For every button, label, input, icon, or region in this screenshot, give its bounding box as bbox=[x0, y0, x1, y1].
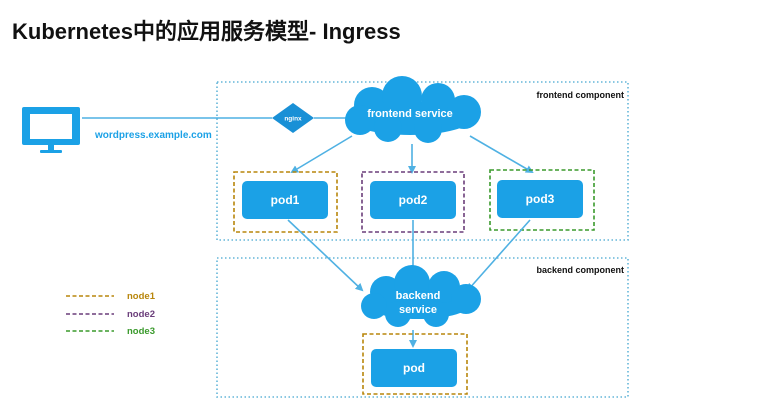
backend-pod-box: pod bbox=[371, 349, 457, 387]
legend-label-node1: node1 bbox=[127, 291, 156, 302]
pod2-label: pod2 bbox=[399, 193, 428, 207]
nginx-ingress: nginx bbox=[272, 103, 314, 133]
frontend-component-region bbox=[216, 81, 629, 241]
frontend-component-label: frontend component bbox=[537, 90, 625, 100]
node-legend: node1 node2 node3 bbox=[66, 291, 156, 337]
arrow-frontend-to-pod3 bbox=[469, 135, 534, 174]
client-host-label: wordpress.example.com bbox=[94, 130, 212, 141]
arrow-frontend-to-pod1 bbox=[290, 135, 353, 174]
node2-boundary-pod2 bbox=[361, 171, 465, 233]
monitor-icon bbox=[22, 107, 80, 153]
node1-boundary-pod1 bbox=[233, 171, 338, 233]
backend-service-label-line1: backend bbox=[396, 290, 441, 302]
pod1-box: pod1 bbox=[242, 181, 328, 219]
cloud-icon bbox=[345, 76, 481, 143]
page-title: Kubernetes中的应用服务模型- Ingress bbox=[12, 19, 401, 44]
node1-boundary-backend-pod bbox=[362, 333, 468, 395]
frontend-service-label: frontend service bbox=[367, 108, 453, 120]
pod3-label: pod3 bbox=[526, 192, 555, 206]
pod3-box: pod3 bbox=[497, 180, 583, 218]
frontend-service-cloud: frontend service bbox=[345, 76, 481, 143]
backend-service-cloud: backend service bbox=[361, 265, 481, 327]
arrow-pod3-to-backend bbox=[466, 219, 531, 292]
legend-label-node2: node2 bbox=[127, 309, 155, 320]
backend-component-label: backend component bbox=[536, 265, 624, 275]
nginx-label: nginx bbox=[284, 116, 302, 123]
cloud-icon bbox=[361, 265, 481, 327]
node3-boundary-pod3 bbox=[489, 169, 595, 231]
backend-pod-label: pod bbox=[403, 361, 425, 375]
backend-component-region bbox=[216, 257, 629, 398]
legend-label-node3: node3 bbox=[127, 326, 155, 337]
backend-service-label-line2: service bbox=[399, 304, 437, 316]
arrow-pod1-to-backend bbox=[287, 219, 364, 292]
pod2-box: pod2 bbox=[370, 181, 456, 219]
pod1-label: pod1 bbox=[271, 193, 300, 207]
